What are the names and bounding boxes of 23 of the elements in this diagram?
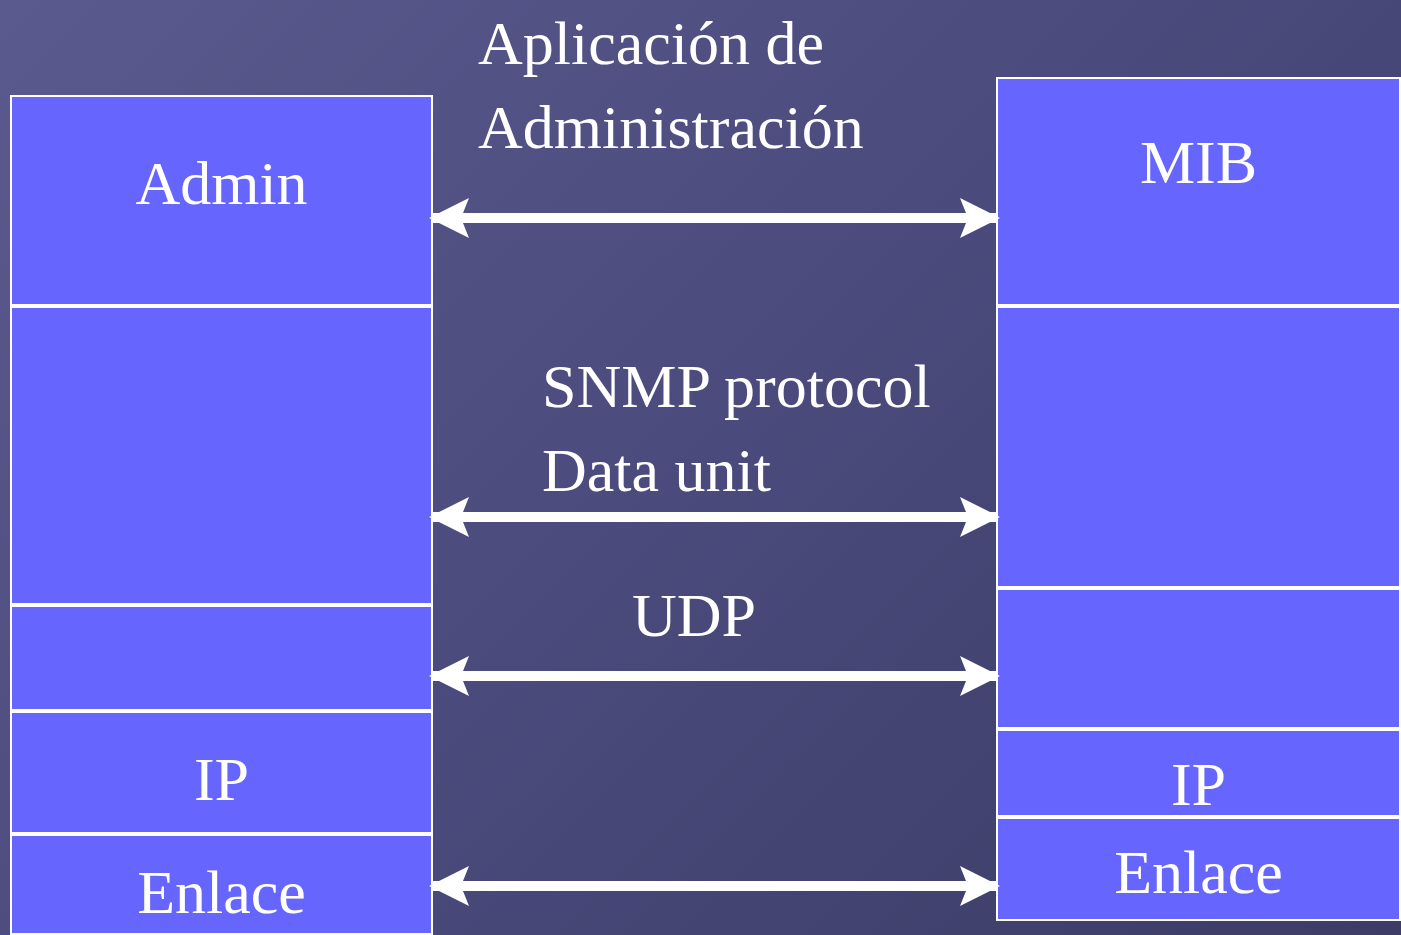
edge-label: UDP — [632, 580, 758, 651]
layer-label: Enlace — [137, 861, 306, 923]
layer-label: Admin — [135, 152, 308, 214]
edge-label: Aplicación de Administración — [478, 8, 865, 163]
layer-box — [996, 588, 1401, 729]
edge-label: SNMP protocol Data unit — [542, 351, 932, 506]
layer-box — [996, 77, 1401, 306]
layer-box — [10, 605, 433, 711]
double-arrow — [429, 656, 1000, 696]
layer-label: Enlace — [1114, 841, 1283, 903]
layer-box — [996, 817, 1401, 921]
layer-box — [996, 729, 1401, 817]
layer-label: IP — [1170, 753, 1227, 815]
double-arrow — [429, 497, 1000, 537]
layer-box — [10, 306, 433, 605]
layer-box — [10, 711, 433, 834]
layer-box — [996, 306, 1401, 588]
layer-box — [10, 95, 433, 306]
layer-box — [10, 834, 433, 935]
layer-label: IP — [193, 748, 250, 810]
double-arrow — [429, 866, 1000, 906]
double-arrow — [429, 198, 1000, 238]
layer-label: MIB — [1139, 131, 1258, 193]
